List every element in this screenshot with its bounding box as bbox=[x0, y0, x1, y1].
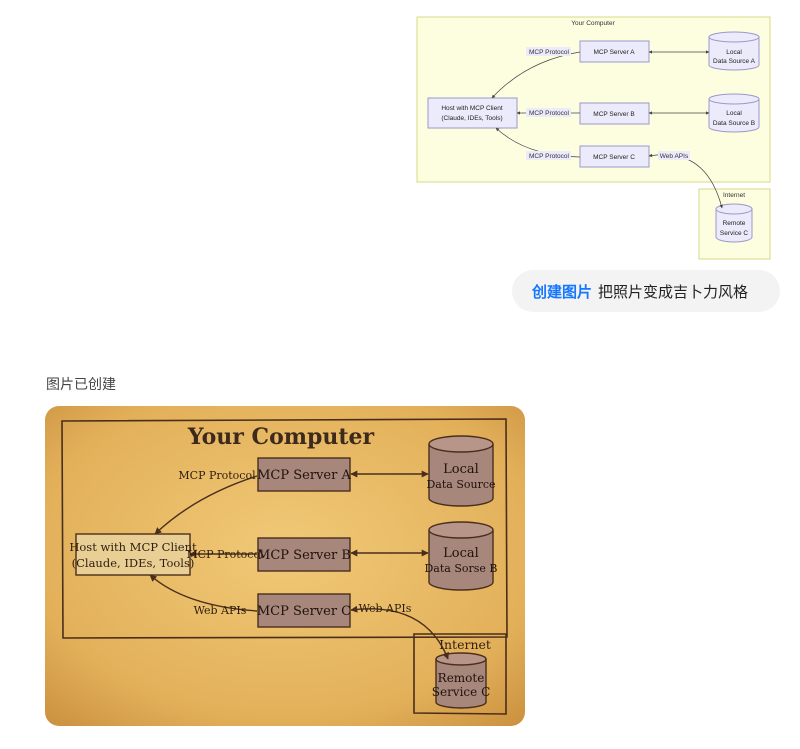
host-box bbox=[75, 533, 191, 576]
server-c-label: MCP Server C bbox=[593, 154, 635, 161]
remote-title-line2: Service C bbox=[432, 685, 491, 699]
ds-a-line1: Local bbox=[726, 49, 742, 56]
remote-service-c: Remote Service C bbox=[432, 652, 491, 709]
ds-b-line1: Local bbox=[726, 110, 742, 117]
remote-title-line1: Remote bbox=[438, 671, 485, 685]
local-data-source-a: Local Data Source bbox=[426, 435, 496, 507]
internet-label: Internet bbox=[723, 192, 745, 199]
edge-server-c-remote bbox=[350, 605, 449, 660]
internet-title: Internet bbox=[439, 637, 491, 652]
protocol-c-label: MCP Protocol bbox=[529, 153, 570, 160]
ds-b-title-line2: Data Sorse B bbox=[424, 562, 497, 575]
host-node bbox=[427, 97, 518, 129]
server-b-label: MCP Server B bbox=[593, 111, 634, 118]
server-b-box bbox=[257, 537, 351, 572]
host-title-line1: Host with MCP Client bbox=[69, 540, 197, 554]
remote-line1: Remote bbox=[723, 220, 746, 227]
uploaded-image[interactable]: Your Computer Internet Host with MCP Cli… bbox=[416, 16, 771, 261]
data-source-a-node: Local Data Source A bbox=[708, 31, 760, 71]
web-apis-label: Web APIs bbox=[660, 153, 689, 160]
image-created-status: 图片已创建 bbox=[46, 377, 116, 393]
host-line1: Host with MCP Client bbox=[441, 105, 502, 112]
host-title-line2: (Claude, IDEs, Tools) bbox=[72, 556, 195, 570]
protocol-b-label: MCP Protocol bbox=[529, 110, 570, 117]
internet-frame bbox=[413, 633, 507, 715]
ds-a-title-line2: Data Source bbox=[426, 478, 495, 491]
user-message-text: 把照片变成吉卜力风格 bbox=[598, 282, 749, 301]
gen-protocol-b-label: MCP Protocol bbox=[186, 548, 264, 561]
server-b-title: MCP Server B bbox=[257, 548, 351, 563]
host-line2: (Claude, IDEs, Tools) bbox=[441, 115, 502, 122]
ds-b-title-line1: Local bbox=[443, 546, 479, 561]
gen-protocol-a-label: MCP Protocol bbox=[178, 469, 256, 482]
remote-service-node: Remote Service C bbox=[715, 203, 753, 243]
ds-a-title-line1: Local bbox=[443, 462, 479, 477]
edge-host-server-c bbox=[149, 574, 258, 612]
local-data-source-b: Local Data Sorse B bbox=[424, 521, 498, 591]
protocol-a-label: MCP Protocol bbox=[529, 49, 570, 56]
server-c-box bbox=[257, 593, 351, 628]
your-computer-label: Your Computer bbox=[571, 20, 615, 27]
your-computer-frame bbox=[61, 418, 508, 639]
remote-line2: Service C bbox=[720, 230, 748, 237]
edge-host-server-a bbox=[154, 475, 258, 535]
generated-image[interactable]: Your Computer Internet Host with MCP Cli… bbox=[45, 406, 525, 726]
ds-b-line2: Data Source B bbox=[713, 120, 755, 127]
server-c-title: MCP Server C bbox=[257, 604, 351, 619]
ds-a-line2: Data Source A bbox=[713, 58, 756, 65]
server-a-title: MCP Server A bbox=[257, 468, 351, 483]
gen-web-apis-left: Web APIs bbox=[194, 604, 247, 617]
server-a-label: MCP Server A bbox=[593, 49, 635, 56]
data-source-b-node: Local Data Source B bbox=[708, 93, 760, 133]
your-computer-title: Your Computer bbox=[187, 424, 375, 450]
create-image-keyword[interactable]: 创建图片 bbox=[532, 282, 593, 301]
gen-web-apis-right: Web APIs bbox=[359, 602, 412, 615]
server-a-box bbox=[257, 457, 351, 492]
user-message-bubble: 创建图片 把照片变成吉卜力风格 bbox=[512, 270, 780, 312]
